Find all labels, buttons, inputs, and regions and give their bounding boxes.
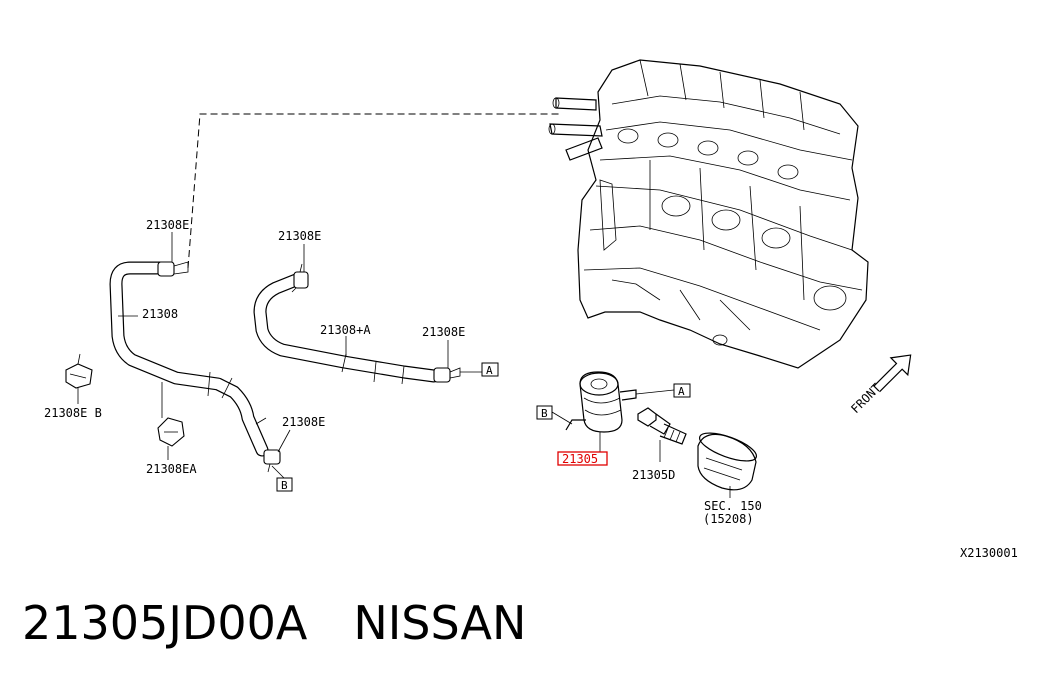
leader-line [551, 411, 573, 425]
oil-filter-illustration [697, 432, 757, 498]
ref-box-b: B [276, 477, 293, 492]
svg-text:B: B [541, 407, 548, 420]
ref-box-b: B [536, 405, 553, 420]
front-direction-arrow [873, 354, 912, 393]
engine-block-illustration [548, 59, 869, 369]
label-21308e-lower: 21308E [282, 415, 325, 429]
ref-box-a: A [481, 362, 499, 377]
svg-text:A: A [678, 385, 685, 398]
part-caption: 21305JD00A NISSAN [22, 596, 526, 666]
oil-cooler-21305 [565, 371, 637, 452]
hose-clip-icon [263, 449, 281, 473]
front-label: FRONT [848, 381, 883, 416]
label-21308eb: 21308E B [44, 406, 102, 420]
drawing-code: X2130001 [960, 546, 1018, 560]
label-sec-15208: (15208) [703, 512, 754, 526]
hose-clip-icon [65, 353, 93, 389]
hose-21308-a [253, 273, 441, 385]
dashed-leader-line [187, 113, 560, 269]
label-21308: 21308 [142, 307, 178, 321]
label-21308-a: 21308+A [320, 323, 371, 337]
hose-clip-icon [433, 367, 461, 383]
highlight-box-21305[interactable] [557, 451, 608, 466]
hose-clip-icon [291, 263, 309, 293]
label-21305-highlighted[interactable]: 21305 [562, 452, 598, 466]
part-number: 21305JD00A [22, 596, 308, 650]
label-21308e-top-left: 21308E [146, 218, 189, 232]
label-21308ea: 21308EA [146, 462, 197, 476]
leader-line [271, 465, 285, 479]
label-21305d: 21305D [632, 468, 675, 482]
brand-name: NISSAN [353, 596, 527, 650]
parts-diagram: FRONT 21308E 21308 21308E 21308+A 21308E… [44, 59, 1018, 560]
svg-text:B: B [281, 479, 288, 492]
hose-21308 [109, 261, 269, 457]
label-21308e-middle: 21308E [278, 229, 321, 243]
svg-text:A: A [486, 364, 493, 377]
connector-bolt-21305d [637, 407, 687, 462]
hose-clip-icon [157, 261, 189, 277]
label-21308e-right: 21308E [422, 325, 465, 339]
leader-line [277, 429, 291, 453]
ref-box-a: A [673, 383, 691, 398]
hose-clip-icon [157, 417, 185, 447]
leader-line [635, 389, 675, 395]
label-sec-150: SEC. 150 [704, 499, 762, 513]
